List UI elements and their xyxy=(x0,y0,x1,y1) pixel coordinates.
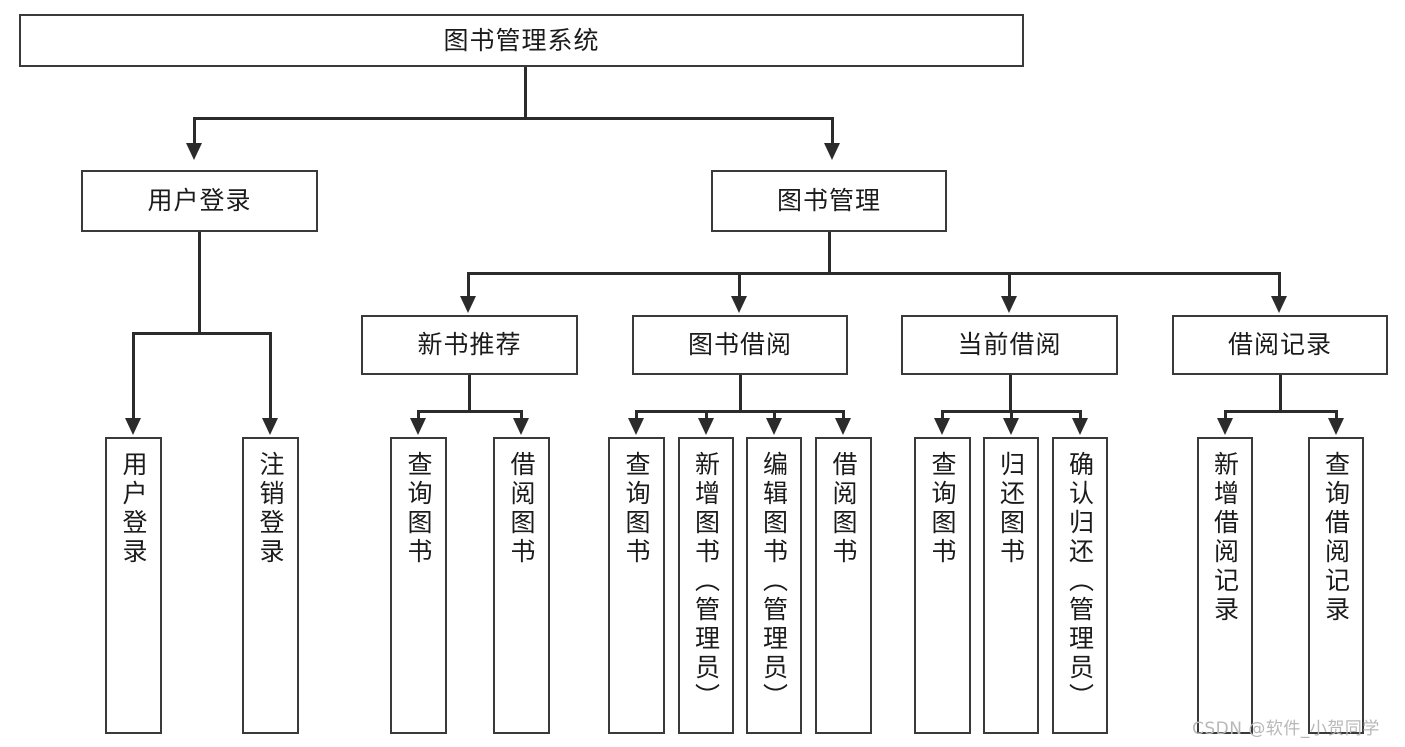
node-user-login[interactable]: 用户登录 xyxy=(81,170,318,232)
arrowhead-leaf-return-book xyxy=(1003,418,1019,435)
connector-br-stem xyxy=(1279,375,1282,412)
arrowhead-to-book-borrow xyxy=(731,296,747,313)
leaf-confirm-return-admin[interactable]: 确认归还（管理员） xyxy=(1052,437,1108,734)
node-label: 归还图书 xyxy=(996,451,1026,567)
node-label: 注销登录 xyxy=(256,451,285,567)
node-borrow-record[interactable]: 借阅记录 xyxy=(1172,315,1388,375)
node-label: 查询图书 xyxy=(928,451,957,567)
arrowhead-leaf-edit-book xyxy=(766,418,782,435)
arrowhead-to-current-borrow xyxy=(1001,296,1017,313)
connector-book-management-stem xyxy=(828,232,831,274)
leaf-logout[interactable]: 注销登录 xyxy=(242,437,299,734)
connector-bb-drop-2 xyxy=(705,410,708,420)
leaf-query-borrow-record[interactable]: 查询借阅记录 xyxy=(1308,437,1364,734)
leaf-add-book-admin[interactable]: 新增图书（管理员） xyxy=(678,437,734,734)
arrowhead-leaf-query-book-1 xyxy=(410,418,426,435)
connector-user-login-drop-2 xyxy=(269,332,272,420)
node-label: 借阅图书 xyxy=(507,451,536,567)
connector-root-bus xyxy=(193,117,833,120)
leaf-query-book-cb[interactable]: 查询图书 xyxy=(914,437,971,734)
node-label: 查询图书 xyxy=(622,451,651,567)
connector-root-drop-right xyxy=(831,117,834,145)
node-book-management[interactable]: 图书管理 xyxy=(711,170,947,232)
leaf-query-book-nbr[interactable]: 查询图书 xyxy=(390,437,447,734)
arrowhead-leaf-query-book-3 xyxy=(934,418,950,435)
connector-root-stem xyxy=(524,67,527,119)
leaf-add-borrow-record[interactable]: 新增借阅记录 xyxy=(1197,437,1253,734)
connector-cb-drop-3 xyxy=(1079,410,1082,420)
connector-bm-drop-2 xyxy=(738,272,741,298)
node-label: 确认归还（管理员） xyxy=(1065,451,1095,712)
node-label: 新增借阅记录 xyxy=(1210,451,1240,625)
node-label: 编辑图书（管理员） xyxy=(759,451,789,712)
leaf-query-book-bb[interactable]: 查询图书 xyxy=(608,437,665,734)
connector-br-bus xyxy=(1224,410,1337,413)
node-label: 查询借阅记录 xyxy=(1321,451,1351,625)
node-root-system[interactable]: 图书管理系统 xyxy=(19,14,1024,67)
arrowhead-to-book-manage xyxy=(824,143,840,160)
node-current-borrow[interactable]: 当前借阅 xyxy=(901,315,1118,375)
arrowhead-leaf-user-login xyxy=(125,418,141,435)
node-label: 当前借阅 xyxy=(957,330,1062,359)
connector-br-drop-2 xyxy=(1335,410,1338,420)
leaf-borrow-book-bb[interactable]: 借阅图书 xyxy=(815,437,872,734)
connector-bm-drop-1 xyxy=(467,272,470,298)
connector-bb-drop-1 xyxy=(635,410,638,420)
node-label: 新增图书（管理员） xyxy=(691,451,721,712)
connector-nbr-stem xyxy=(468,375,471,412)
connector-bb-bus xyxy=(635,410,844,413)
leaf-return-book[interactable]: 归还图书 xyxy=(983,437,1039,734)
arrowhead-leaf-logout xyxy=(262,418,278,435)
connector-user-login-stem xyxy=(198,232,201,334)
node-new-book-recommend[interactable]: 新书推荐 xyxy=(361,315,578,375)
arrowhead-leaf-confirm-return xyxy=(1072,418,1088,435)
node-label: 图书管理系统 xyxy=(443,25,600,55)
arrowhead-leaf-add-book xyxy=(698,418,714,435)
node-label: 用户登录 xyxy=(147,186,252,215)
arrowhead-leaf-borrow-book-2 xyxy=(835,418,851,435)
connector-nbr-drop-1 xyxy=(417,410,420,420)
connector-root-drop-left xyxy=(193,117,196,145)
arrowhead-to-new-book-rec xyxy=(460,296,476,313)
connector-bb-stem xyxy=(739,375,742,412)
connector-user-login-drop-1 xyxy=(132,332,135,420)
node-label: 借阅图书 xyxy=(829,451,858,567)
connector-book-management-bus xyxy=(467,272,1280,275)
arrowhead-to-user-login xyxy=(186,143,202,160)
node-book-borrow[interactable]: 图书借阅 xyxy=(632,315,848,375)
arrowhead-leaf-query-record xyxy=(1328,418,1344,435)
arrowhead-leaf-add-record xyxy=(1217,418,1233,435)
node-label: 图书管理 xyxy=(776,186,881,215)
connector-bm-drop-3 xyxy=(1008,272,1011,298)
node-label: 借阅记录 xyxy=(1227,330,1332,359)
node-label: 图书借阅 xyxy=(687,330,792,359)
arrowhead-leaf-query-book-2 xyxy=(628,418,644,435)
arrowhead-leaf-borrow-book-1 xyxy=(513,418,529,435)
connector-user-login-bus xyxy=(132,332,271,335)
connector-nbr-drop-2 xyxy=(520,410,523,420)
leaf-borrow-book-nbr[interactable]: 借阅图书 xyxy=(493,437,550,734)
connector-cb-stem xyxy=(1009,375,1012,412)
node-label: 查询图书 xyxy=(404,451,433,567)
arrowhead-to-borrow-record xyxy=(1271,296,1287,313)
connector-bb-drop-4 xyxy=(842,410,845,420)
connector-br-drop-1 xyxy=(1224,410,1227,420)
connector-bm-drop-4 xyxy=(1278,272,1281,298)
node-label: 用户登录 xyxy=(119,451,148,567)
connector-cb-drop-1 xyxy=(941,410,944,420)
connector-bb-drop-3 xyxy=(773,410,776,420)
connector-nbr-bus xyxy=(417,410,522,413)
leaf-user-login[interactable]: 用户登录 xyxy=(105,437,162,734)
node-label: 新书推荐 xyxy=(417,330,522,359)
leaf-edit-book-admin[interactable]: 编辑图书（管理员） xyxy=(746,437,802,734)
connector-cb-drop-2 xyxy=(1010,410,1013,420)
